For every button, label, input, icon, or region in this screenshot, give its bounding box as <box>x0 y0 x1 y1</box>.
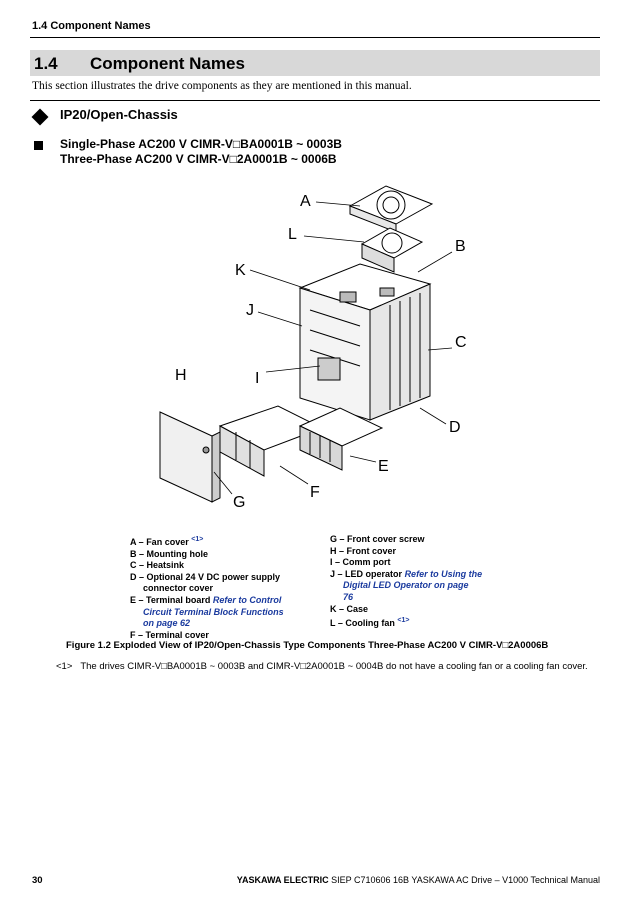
section-title: Component Names <box>90 54 245 73</box>
callout-g: G <box>233 494 246 511</box>
section-intro: This section illustrates the drive compo… <box>32 80 412 92</box>
model-line-single-phase: Single-Phase AC200 V CIMR-V□BA0001B ~ 00… <box>60 137 342 151</box>
footer-text: YASKAWA ELECTRIC SIEP C710606 16B YASKAW… <box>237 875 600 885</box>
model-list: Single-Phase AC200 V CIMR-V□BA0001B ~ 00… <box>60 137 342 167</box>
note-text: The drives CIMR-V□BA0001B ~ 0003B and CI… <box>80 661 588 672</box>
diamond-bullet-icon <box>31 108 49 126</box>
subsection-title: IP20/Open-Chassis <box>60 107 178 122</box>
legend-item-k: K – Case <box>330 603 369 614</box>
terminal-board-drawing <box>298 407 384 471</box>
legend-item-j: J – LED operator Refer to Using the <box>330 568 483 579</box>
section-number: 1.4 <box>34 54 58 73</box>
callout-f: F <box>310 484 320 501</box>
front-cover-drawing <box>159 411 221 503</box>
callout-c: C <box>455 334 467 351</box>
link-control-circuit-page[interactable]: on page 62 <box>143 618 191 629</box>
callout-b: B <box>455 238 466 255</box>
callout-d: D <box>449 419 461 436</box>
fan-cover-drawing <box>348 185 434 233</box>
legend-item-b: B – Mounting hole <box>130 548 208 559</box>
page-number: 30 <box>32 875 43 886</box>
header-rule <box>30 37 600 38</box>
callout-a: A <box>300 193 311 210</box>
footer-brand: YASKAWA ELECTRIC <box>236 875 329 885</box>
legend-item-h: H – Front cover <box>330 545 397 556</box>
legend-item-d: D – Optional 24 V DC power supply <box>130 571 281 582</box>
legend-item-e: E – Terminal board Refer to Control <box>130 594 282 605</box>
legend-item-a: A – Fan cover <1> <box>130 536 204 547</box>
legend-right: G – Front cover screw H – Front cover I … <box>330 534 520 630</box>
figure-caption: Figure 1.2 Exploded View of IP20/Open-Ch… <box>66 640 549 651</box>
square-bullet-icon <box>34 141 43 150</box>
section-rule <box>30 100 600 101</box>
legend-item-l: L – Cooling fan <1> <box>330 617 410 629</box>
link-led-operator-page[interactable]: 76 <box>343 591 354 602</box>
callout-h: H <box>175 367 187 384</box>
callout-j: J <box>246 302 254 319</box>
exploded-view-drawing <box>159 185 453 503</box>
legend-item-d-cont: connector cover <box>143 583 214 594</box>
link-led-operator-cont[interactable]: Digital LED Operator on page <box>343 580 469 591</box>
footer-doc: SIEP C710606 16B YASKAWA AC Drive – V100… <box>331 875 600 885</box>
callout-e: E <box>378 458 389 475</box>
link-led-operator[interactable]: Refer to Using the <box>404 568 483 579</box>
callout-l: L <box>288 226 297 243</box>
figure-note: <1> The drives CIMR-V□BA0001B ~ 0003B an… <box>56 661 588 672</box>
legend-item-g: G – Front cover screw <box>330 534 425 544</box>
legend-item-i: I – Comm port <box>330 557 391 568</box>
callout-i: I <box>255 370 260 387</box>
legend-item-f: F – Terminal cover <box>130 629 209 640</box>
callout-k: K <box>235 262 246 279</box>
link-control-circuit-cont[interactable]: Circuit Terminal Block Functions <box>143 606 284 617</box>
section-heading-bar <box>30 50 600 76</box>
model-line-three-phase: Three-Phase AC200 V CIMR-V□2A0001B ~ 000… <box>60 152 337 166</box>
note-ref: <1> <box>56 661 73 672</box>
running-head: 1.4 Component Names <box>32 20 151 32</box>
cooling-fan-drawing <box>360 227 424 273</box>
case-drawing <box>298 263 432 421</box>
link-control-circuit[interactable]: Refer to Control <box>212 594 282 605</box>
legend-left: A – Fan cover <1> B – Mounting hole C – … <box>130 534 320 641</box>
legend-item-c: C – Heatsink <box>130 560 185 571</box>
